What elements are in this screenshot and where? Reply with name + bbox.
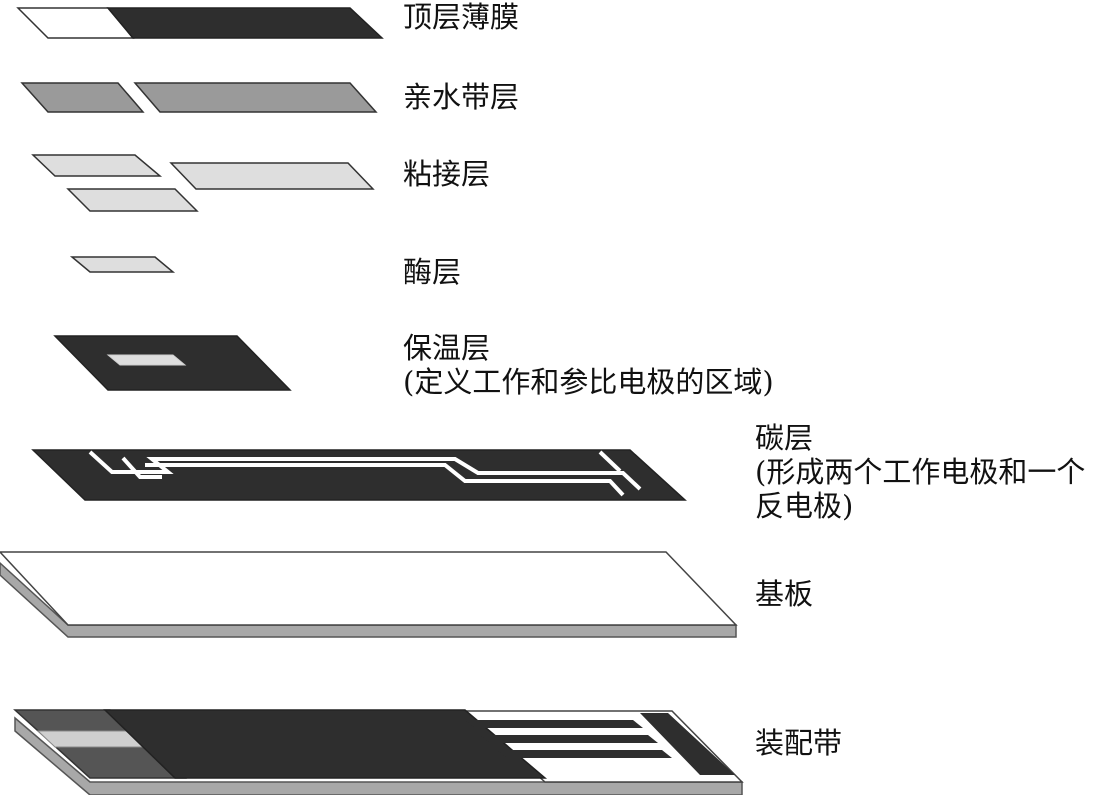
adhesive-piece-right bbox=[169, 162, 375, 190]
strip-electrode-contact bbox=[640, 713, 735, 775]
insulation-label: 保温层 bbox=[403, 331, 491, 365]
insulation-note: (定义工作和参比电极的区域) bbox=[403, 365, 774, 399]
strip-electrode-lead-1 bbox=[465, 720, 643, 728]
adhesive-piece-bottom-left bbox=[66, 188, 199, 212]
carbon-trace-2 bbox=[121, 456, 162, 479]
substrate-shape bbox=[0, 551, 738, 638]
strip-electrode-lead-3 bbox=[497, 750, 672, 758]
label-hydrophilic: 亲水带层 bbox=[403, 80, 519, 114]
strip-dark-main-body bbox=[103, 709, 548, 779]
carbon-note-line-2: 反电极) bbox=[755, 489, 854, 523]
top-film-shape bbox=[16, 7, 384, 39]
insulation-layer-shape bbox=[53, 335, 292, 391]
label-top-film: 顶层薄膜 bbox=[403, 0, 519, 34]
label-insulation: 保温层 (定义工作和参比电极的区域) bbox=[403, 331, 774, 399]
assembled-strip-label: 装配带 bbox=[755, 726, 843, 760]
hydrophilic-strip-left bbox=[20, 82, 145, 113]
adhesive-layer-shape bbox=[31, 154, 375, 212]
label-adhesive: 粘接层 bbox=[403, 157, 490, 191]
substrate-top-face bbox=[0, 551, 738, 626]
substrate-label: 基板 bbox=[755, 577, 814, 611]
enzyme-label: 酶层 bbox=[403, 255, 462, 289]
top-film-dark-section bbox=[106, 7, 384, 39]
label-enzyme: 酶层 bbox=[403, 255, 461, 289]
hydrophilic-strip-right bbox=[133, 82, 378, 113]
assembled-strip-shape bbox=[13, 709, 744, 795]
hydrophilic-layer-shape bbox=[20, 82, 378, 113]
carbon-layer-shape bbox=[31, 449, 687, 501]
label-assembled-strip: 装配带 bbox=[755, 726, 842, 760]
label-carbon: 碳层 (形成两个工作电极和一个 反电极) bbox=[755, 421, 1085, 523]
insulation-window bbox=[106, 354, 187, 366]
carbon-layer-body bbox=[31, 449, 687, 501]
strip-front-edge bbox=[14, 716, 743, 795]
top-film-label: 顶层薄膜 bbox=[403, 0, 520, 34]
label-substrate: 基板 bbox=[755, 577, 813, 611]
hydrophilic-label: 亲水带层 bbox=[403, 80, 520, 114]
carbon-trace-3 bbox=[145, 463, 625, 497]
adhesive-label: 粘接层 bbox=[403, 157, 491, 191]
strip-electrode-lead-2 bbox=[480, 735, 658, 743]
carbon-trace-4 bbox=[598, 450, 622, 473]
carbon-note-line-1: (形成两个工作电极和一个 bbox=[755, 455, 1086, 489]
adhesive-piece-top-left bbox=[31, 154, 163, 177]
carbon-label: 碳层 bbox=[755, 421, 814, 455]
carbon-trace-1 bbox=[88, 450, 642, 491]
enzyme-layer-shape bbox=[69, 256, 176, 273]
